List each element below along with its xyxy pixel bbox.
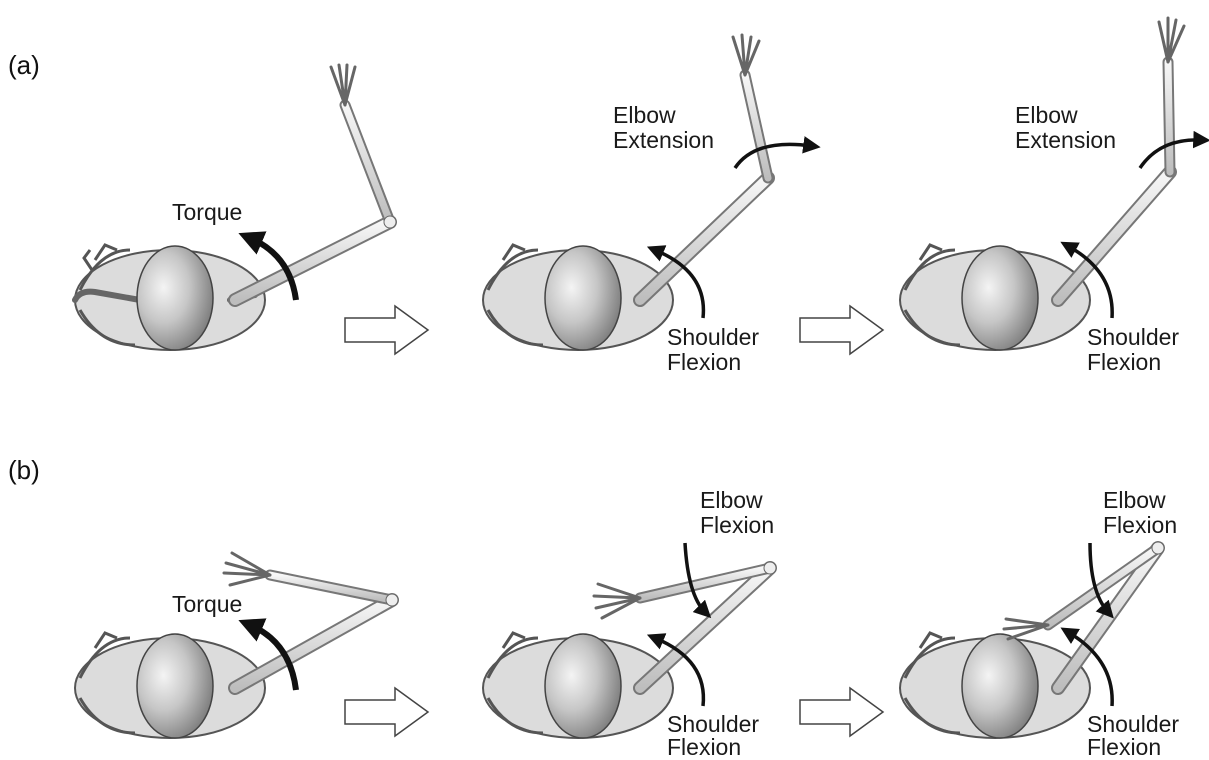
flexion-label: Flexion [1103, 513, 1177, 538]
skull [137, 634, 213, 738]
extension-label: Extension [613, 128, 714, 153]
elbow-extension-arrow [735, 144, 812, 168]
skull [962, 246, 1038, 350]
arm [235, 65, 396, 300]
shoulder-label: Shoulder [667, 325, 759, 350]
frame-a3 [900, 18, 1202, 350]
elbow-label: Elbow [613, 103, 676, 128]
elbow-flexion-arrow [1090, 543, 1108, 612]
panel-label-a: (a) [8, 50, 40, 81]
frame-b3 [900, 542, 1164, 738]
arm [1058, 18, 1184, 300]
skull [137, 246, 213, 350]
elbow-label: Elbow [700, 488, 763, 513]
elbow-label: Elbow [1015, 103, 1078, 128]
extension-label: Extension [1015, 128, 1116, 153]
elbow-label: Elbow [1103, 488, 1166, 513]
transition-arrow [345, 688, 428, 736]
skull [545, 246, 621, 350]
torque-label: Torque [172, 200, 242, 225]
transition-arrow [800, 306, 883, 354]
flexion-label: Flexion [1087, 735, 1161, 760]
arm [640, 35, 768, 300]
skull [962, 634, 1038, 738]
transition-arrow [800, 688, 883, 736]
torque-label: Torque [172, 592, 242, 617]
flexion-label: Flexion [700, 513, 774, 538]
elbow-flexion-arrow [685, 543, 705, 612]
flexion-label: Flexion [667, 735, 741, 760]
frame-b2 [483, 543, 776, 738]
flexion-label: Flexion [1087, 350, 1161, 375]
flexion-label: Flexion [667, 350, 741, 375]
transition-arrow [345, 306, 428, 354]
frame-a2 [483, 35, 812, 350]
skull [545, 634, 621, 738]
shoulder-label: Shoulder [1087, 325, 1179, 350]
panel-label-b: (b) [8, 455, 40, 486]
